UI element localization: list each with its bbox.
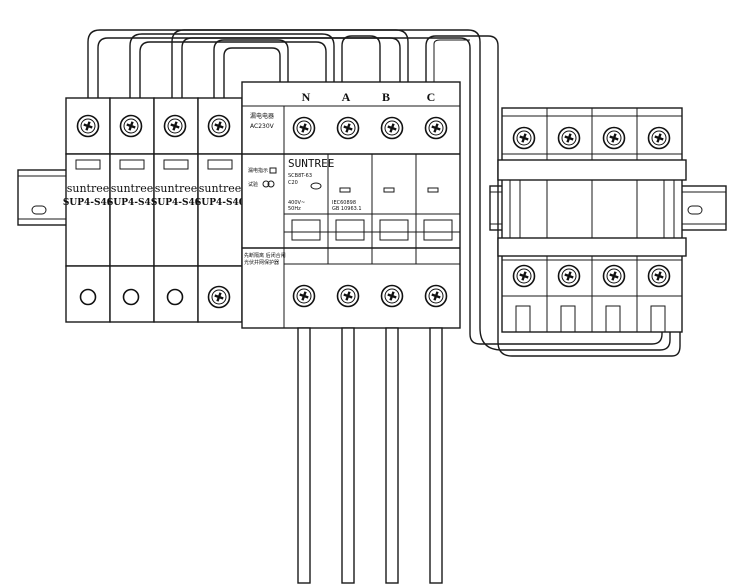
bottom-note-2: 光伏并网保护器 bbox=[244, 259, 279, 266]
terminal-screw-icon bbox=[424, 116, 448, 140]
terminal-screw-icon bbox=[557, 126, 581, 150]
top-wires bbox=[87, 29, 681, 357]
terminal-screw-icon bbox=[512, 126, 536, 150]
circle-terminal-icon bbox=[122, 288, 140, 306]
test-label: 试验 bbox=[248, 181, 258, 188]
terminal-screw-icon bbox=[119, 114, 143, 138]
phase-label-b: B bbox=[382, 90, 390, 104]
breaker-model: SCB8T-63 bbox=[288, 173, 312, 179]
breaker-lever-c[interactable] bbox=[423, 219, 453, 241]
terminal-screw-icon bbox=[336, 284, 360, 308]
terminal-screw-icon bbox=[336, 116, 360, 140]
breaker-standard-2: GB 10963.1 bbox=[332, 206, 362, 212]
spd-brand: suntree bbox=[155, 182, 198, 195]
terminal-screw-icon bbox=[647, 126, 671, 150]
circle-terminal-icon bbox=[166, 288, 184, 306]
phase-label-a: A bbox=[342, 90, 351, 104]
terminal-screw-icon bbox=[207, 285, 231, 309]
terminal-screw-icon bbox=[647, 264, 671, 288]
spd-brand: suntree bbox=[199, 182, 242, 195]
circuit-breaker: N A B C 漏电电器 AC230V 漏电指示 试验 SUNTREE SCB8… bbox=[241, 81, 461, 329]
breaker-brand: SUNTREE bbox=[288, 157, 334, 170]
spd-model: SUP4-S40 bbox=[195, 198, 245, 208]
panel-voltage: AC230V bbox=[250, 123, 275, 130]
spd-model: SUP4-S40 bbox=[63, 198, 113, 208]
switch-slot bbox=[339, 187, 351, 193]
phase-label-c: C bbox=[427, 90, 436, 104]
spd-module-4: suntree SUP4-S40 bbox=[195, 97, 245, 323]
spd-module-2: suntree SUP4-S41 bbox=[107, 97, 157, 323]
breaker-lever-b[interactable] bbox=[379, 219, 409, 241]
breaker-freq: 50Hz bbox=[288, 206, 301, 212]
spd-model: SUP4-S41 bbox=[107, 198, 157, 208]
terminal-block bbox=[497, 107, 687, 333]
terminal-screw-icon bbox=[163, 114, 187, 138]
bottom-note-1: 先断隔离 后闭合闸 bbox=[244, 252, 286, 259]
switch-slot bbox=[383, 187, 395, 193]
terminal-screw-icon bbox=[557, 264, 581, 288]
terminal-screw-icon bbox=[380, 116, 404, 140]
terminal-screw-icon bbox=[292, 284, 316, 308]
terminal-screw-icon bbox=[380, 284, 404, 308]
terminal-screw-icon bbox=[292, 116, 316, 140]
breaker-rating: C20 bbox=[288, 180, 298, 186]
breaker-lever-a[interactable] bbox=[335, 219, 365, 241]
phase-label-n: N bbox=[302, 90, 311, 104]
terminal-screw-icon bbox=[512, 264, 536, 288]
spd-model: SUP4-S40 bbox=[151, 198, 201, 208]
breaker-voltage: 400V~ bbox=[288, 200, 305, 206]
breaker-standard: IEC60898 bbox=[332, 200, 356, 206]
indicator-label: 漏电指示 bbox=[248, 167, 268, 174]
terminal-screw-icon bbox=[602, 264, 626, 288]
spd-brand: suntree bbox=[67, 182, 110, 195]
circle-terminal-icon bbox=[79, 288, 97, 306]
terminal-screw-icon bbox=[602, 126, 626, 150]
spd-module-1: suntree SUP4-S40 bbox=[63, 97, 113, 323]
breaker-lever-n[interactable] bbox=[291, 219, 321, 241]
switch-slot bbox=[427, 187, 439, 193]
terminal-screw-icon bbox=[424, 284, 448, 308]
terminal-screw-icon bbox=[76, 114, 100, 138]
output-wires bbox=[297, 327, 443, 584]
panel-title: 漏电电器 bbox=[250, 112, 274, 120]
spd-module-3: suntree SUP4-S40 bbox=[151, 97, 201, 323]
terminal-screw-icon bbox=[207, 114, 231, 138]
spd-brand: suntree bbox=[111, 182, 154, 195]
